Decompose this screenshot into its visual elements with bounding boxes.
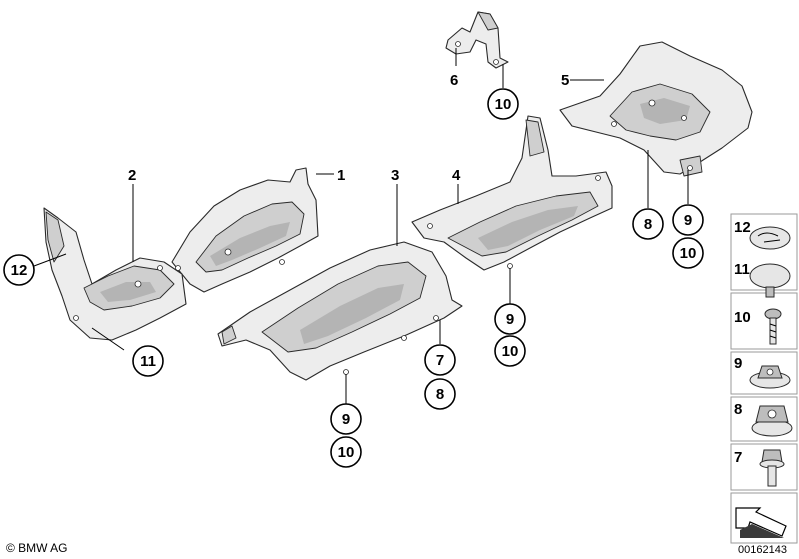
part-6-bracket [445, 11, 509, 69]
svg-text:9: 9 [684, 212, 692, 229]
svg-text:12: 12 [734, 219, 751, 236]
svg-text:10: 10 [502, 343, 519, 360]
document-number: 00162143 [738, 544, 787, 556]
svg-text:12: 12 [11, 262, 28, 279]
callout-10-right: 10 [494, 335, 526, 367]
callout-10-top: 10 [487, 88, 519, 120]
svg-text:9: 9 [734, 355, 742, 372]
part-3-tunnel-heat-shield [217, 241, 463, 381]
label-part-6: 6 [450, 72, 458, 89]
hardware-12-push-clip: 12 [734, 219, 791, 250]
svg-text:10: 10 [495, 96, 512, 113]
svg-text:8: 8 [644, 216, 652, 233]
label-part-2: 2 [128, 167, 136, 184]
svg-text:8: 8 [734, 401, 742, 418]
svg-text:9: 9 [342, 411, 350, 428]
callout-9-right: 9 [494, 303, 526, 335]
hardware-11-rivet: 11 [734, 261, 791, 298]
part-5-rear-heat-shield [559, 41, 753, 177]
callout-7: 7 [424, 344, 456, 376]
svg-text:7: 7 [436, 352, 444, 369]
label-part-3: 3 [391, 167, 399, 184]
svg-text:9: 9 [506, 311, 514, 328]
part-2-heat-shield [43, 207, 187, 341]
part-1-heat-shield [171, 167, 319, 293]
callout-10-center: 10 [330, 436, 362, 468]
label-part-1: 1 [337, 167, 345, 184]
svg-text:11: 11 [734, 261, 750, 278]
part-labels: 1 2 3 4 5 6 [128, 72, 569, 184]
part-4-tunnel-heat-shield [411, 115, 613, 271]
hardware-7-bolt: 7 [734, 449, 785, 487]
label-part-4: 4 [452, 167, 461, 184]
hardware-10-screw: 10 [734, 308, 782, 345]
callout-8-center: 8 [424, 378, 456, 410]
label-part-5: 5 [561, 72, 569, 89]
svg-text:10: 10 [734, 309, 751, 326]
callout-11: 11 [132, 345, 164, 377]
callout-12: 12 [3, 254, 35, 286]
hardware-legend: 12 11 10 9 8 [730, 213, 798, 544]
callout-9-far-right: 9 [672, 204, 704, 236]
direction-arrow-icon [735, 507, 787, 538]
copyright-text: © BMW AG [6, 541, 68, 555]
hardware-8-flange-nut: 8 [734, 401, 793, 437]
svg-text:11: 11 [140, 353, 156, 370]
hardware-9-nut: 9 [734, 355, 791, 389]
svg-text:7: 7 [734, 449, 742, 466]
svg-text:10: 10 [338, 444, 355, 461]
callout-8-right: 8 [632, 208, 664, 240]
svg-text:8: 8 [436, 386, 444, 403]
leader-lines [33, 48, 689, 404]
callout-10-far-right: 10 [672, 237, 704, 269]
svg-text:10: 10 [680, 245, 697, 262]
callout-9-center: 9 [330, 403, 362, 435]
